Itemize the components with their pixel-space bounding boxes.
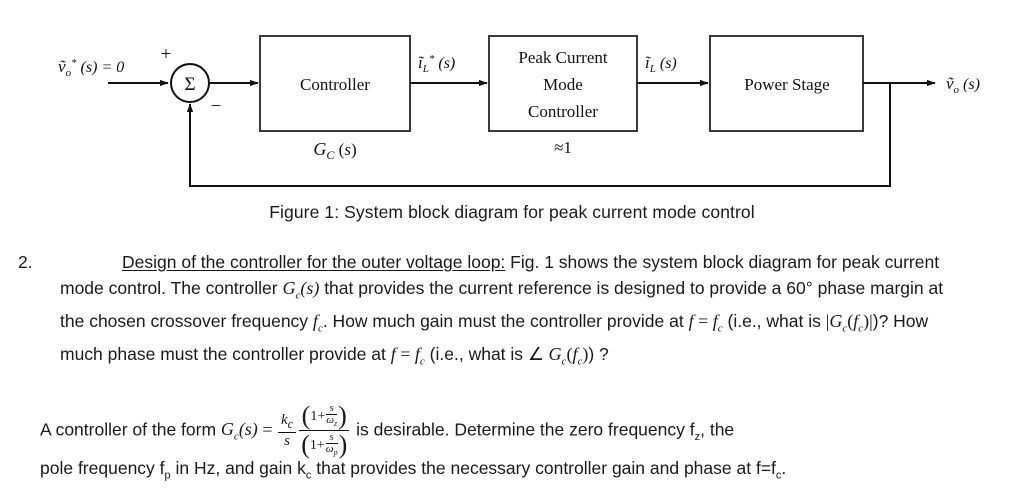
signal-label-input: ṽo* (s) = 0 <box>58 57 124 79</box>
controller-form-lead-in: A controller of the form <box>40 419 221 440</box>
math-angle-Gc-fc: ∠ Gc(fc) <box>527 343 589 368</box>
feedback-path <box>186 83 891 187</box>
math-Gc-of-s-1: Gc(s) <box>282 277 320 302</box>
math-kc-numerator: kc <box>280 412 294 432</box>
math-fc-2: fc <box>712 310 723 335</box>
fraction-bar-main <box>299 430 350 432</box>
subscript-c-freq: c <box>775 469 782 482</box>
block-peak-current-mode-controller <box>488 35 638 132</box>
problem-text-f: (i.e., what is <box>424 343 528 364</box>
signal-label-output: ṽo (s) <box>946 74 980 96</box>
block-label-pcmc-line3: Controller <box>528 102 598 121</box>
problem-paragraph-3: pole frequency fp in Hz, and gain kc tha… <box>40 456 990 489</box>
math-f-equals-fc-1: f <box>688 310 694 331</box>
block-diagram-svg: Σ + − Controller Peak Current Mode Contr… <box>58 35 980 187</box>
math-Gc-of-s-2: Gc(s) <box>220 419 258 443</box>
problem-text-p3d: that provides the necessary controller g… <box>311 458 776 478</box>
block-sublabel-controller-gain: GC (s) <box>313 139 356 162</box>
signal-label-inductor-current: ĩL (s) <box>645 53 677 75</box>
fraction-bar-pole <box>325 443 338 445</box>
problem-text-b: that provides the current reference is d… <box>60 277 944 331</box>
problem-paragraph-2: A controller of the form Gc(s) = kc s (1… <box>40 402 990 459</box>
signal-label-current-reference: ĩL* (s) <box>418 53 455 75</box>
math-equals-3: = <box>257 419 277 440</box>
math-equals-2: = <box>395 343 415 364</box>
block-label-power-stage: Power Stage <box>744 75 829 94</box>
sum-plus-sign: + <box>161 44 172 65</box>
figure-caption: Figure 1: System block diagram for peak … <box>269 202 755 222</box>
problem-text-a: Fig. 1 shows the system block diagram fo… <box>60 252 940 298</box>
block-label-controller: Controller <box>300 75 370 94</box>
block-sublabel-pcmc-gain: ≈1 <box>554 138 572 157</box>
math-omega-z: ωz <box>326 414 338 429</box>
problem-paragraph-1: Design of the controller for the outer v… <box>60 250 966 375</box>
math-s-zero-num: s <box>329 402 334 414</box>
block-power-stage <box>709 35 864 132</box>
problem-text-p2c: , the <box>700 419 735 440</box>
problem-title: Design of the controller for the outer v… <box>122 252 506 272</box>
problem-text-p3b: in Hz, and gain k <box>170 458 306 478</box>
math-one-plus-zero: 1+ <box>310 408 326 424</box>
math-kc-over-s: kc s <box>277 412 297 450</box>
problem-text-c: . How much gain must the controller prov… <box>322 310 689 331</box>
problem-text-p3f: . <box>781 458 787 478</box>
problem-text-p2b: is desirable. Determine the zero frequen… <box>351 419 695 440</box>
math-abs-Gc-fc: |Gc(fc)| <box>825 310 873 335</box>
paren-open-pole: ( <box>301 429 310 459</box>
paren-close-pole: ) <box>338 429 348 459</box>
problem-text-e: )? How much phase must the controller pr… <box>60 310 929 364</box>
paren-open-zero: ( <box>301 400 311 430</box>
math-one-plus-pole: 1+ <box>309 437 325 453</box>
sum-minus-sign: − <box>211 96 222 117</box>
problem-number: 2. <box>18 252 33 272</box>
problem-text-g: ) ? <box>588 343 609 364</box>
math-f-equals-fc-2: f <box>390 343 396 364</box>
math-s-pole-num: s <box>329 431 334 444</box>
block-label-pcmc-line2: Mode <box>543 75 583 94</box>
summing-junction-symbol: Σ <box>184 74 195 95</box>
math-fc-3: fc <box>414 343 425 368</box>
subscript-z: z <box>694 430 701 443</box>
fraction-bar-zero <box>326 414 338 415</box>
subscript-c-gain: c <box>305 469 312 482</box>
fraction-bar-kc <box>277 432 297 434</box>
problem-text-p3a: pole frequency f <box>40 458 165 478</box>
block-diagram-figure: Σ + − Controller Peak Current Mode Contr… <box>0 0 1024 200</box>
math-s-denominator: s <box>284 433 290 450</box>
block-controller <box>259 35 411 132</box>
math-equals-1: = <box>693 310 713 331</box>
subscript-p: p <box>164 469 171 482</box>
paren-close-zero: ) <box>338 400 347 430</box>
block-label-pcmc-line1: Peak Current <box>518 48 608 67</box>
math-omega-p: ωp <box>325 443 338 458</box>
problem-text-d: (i.e., what is <box>722 310 826 331</box>
math-fc-1: fc <box>312 310 323 335</box>
